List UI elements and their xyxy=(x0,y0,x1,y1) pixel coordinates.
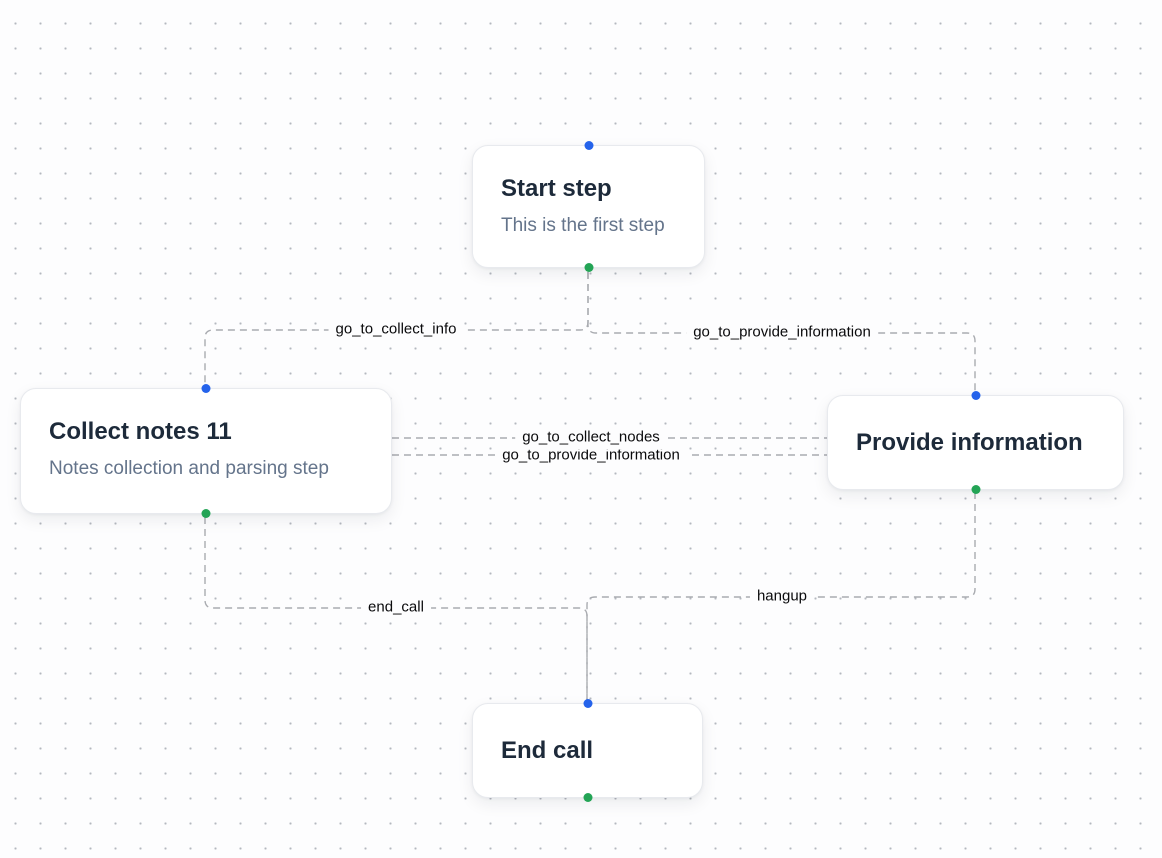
target-handle-icon[interactable] xyxy=(971,391,980,400)
node-title: Provide information xyxy=(856,428,1083,456)
node-subtitle: Notes collection and parsing step xyxy=(49,458,329,480)
target-handle-icon[interactable] xyxy=(584,141,593,150)
edge-label-go-to-collect-info[interactable]: go_to_collect_info xyxy=(328,318,464,342)
target-handle-icon[interactable] xyxy=(583,699,592,708)
edge-label-go-to-provide-information-top[interactable]: go_to_provide_information xyxy=(686,321,878,345)
edge-label-go-to-collect-nodes[interactable]: go_to_collect_nodes xyxy=(515,426,667,450)
node-title: Start step xyxy=(501,175,612,202)
target-handle-icon[interactable] xyxy=(201,384,211,393)
edge-label-hangup[interactable]: hangup xyxy=(749,585,815,609)
source-handle-icon[interactable] xyxy=(971,485,980,494)
edge-label-end-call[interactable]: end_call xyxy=(361,596,431,620)
node-subtitle: This is the first step xyxy=(501,215,665,237)
node-title: End call xyxy=(501,736,594,764)
node-start-step[interactable]: Start step This is the first step xyxy=(472,141,705,272)
source-handle-icon[interactable] xyxy=(584,263,593,272)
source-handle-icon[interactable] xyxy=(583,793,592,802)
node-collect-notes[interactable]: Collect notes 11 Notes collection and pa… xyxy=(20,384,392,518)
node-provide-information[interactable]: Provide information xyxy=(827,391,1124,494)
node-title: Collect notes 11 xyxy=(49,418,232,445)
source-handle-icon[interactable] xyxy=(201,509,211,518)
node-end-call[interactable]: End call xyxy=(472,699,703,802)
